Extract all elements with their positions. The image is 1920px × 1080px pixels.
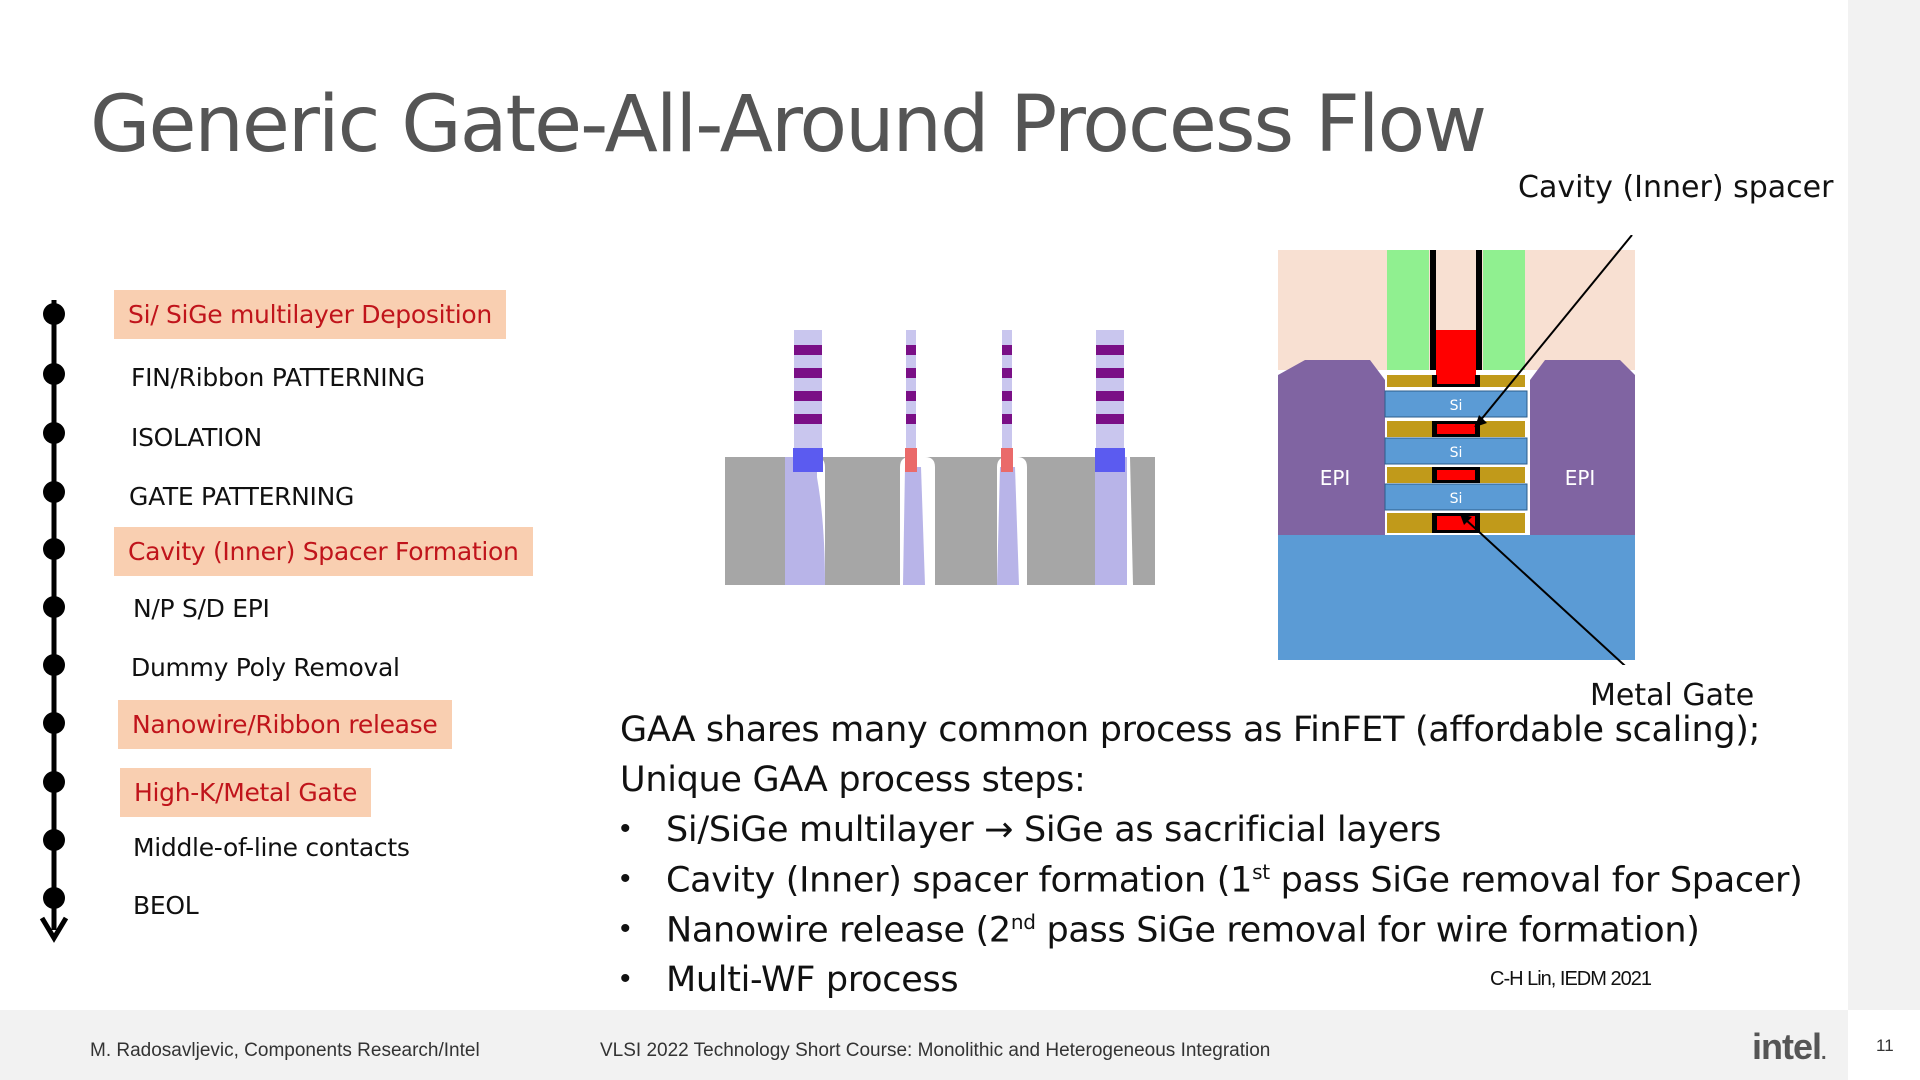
isolation-oxide <box>725 457 795 585</box>
bullet-1-text-b: SiGe as sacrificial layers <box>1024 810 1442 850</box>
footer-course: VLSI 2022 Technology Short Course: Monol… <box>600 1040 1271 1061</box>
timeline-dot <box>43 596 65 618</box>
footer-corner <box>1848 1010 1920 1080</box>
cavity-spacer-label: Cavity (Inner) spacer <box>1518 170 1834 205</box>
step-sd-epi: N/P S/D EPI <box>133 594 270 623</box>
fin-thin-2 <box>1002 330 1012 450</box>
intel-logo-text: intel <box>1752 1026 1822 1067</box>
body-line-1: GAA shares many common process as FinFET… <box>620 710 1761 750</box>
si-sheet-1 <box>1384 390 1528 418</box>
arrow-icon: → <box>984 810 1014 850</box>
substrate <box>1278 535 1635 660</box>
bullet-2-text-b: pass SiGe removal for Spacer) <box>1269 860 1803 901</box>
si-sheet-2 <box>1384 437 1528 465</box>
timeline-dot <box>43 303 65 325</box>
metal-gate-pointer <box>1464 518 1626 665</box>
bullet-3-text-b: pass SiGe removal for wire formation) <box>1035 910 1700 951</box>
si-label-3: Si <box>1450 491 1463 507</box>
step-beol: BEOL <box>133 891 199 920</box>
footer-bar <box>0 1010 1848 1080</box>
bullet-2-sup: st <box>1252 860 1270 884</box>
si-sheet-3 <box>1384 483 1528 511</box>
body-line-2: Unique GAA process steps: <box>620 760 1086 800</box>
timeline-dot <box>43 887 65 909</box>
timeline-dot <box>43 654 65 676</box>
page-title: Generic Gate-All-Around Process Flow <box>90 80 1487 170</box>
bullet-marker: • <box>620 812 631 845</box>
page-number: 11 <box>1876 1036 1894 1055</box>
bullet-2-text-a: Cavity (Inner) spacer formation (1 <box>666 860 1253 901</box>
gate-metal-top <box>1436 330 1476 375</box>
cavity-pointer-head <box>1475 415 1487 427</box>
timeline-dot <box>43 712 65 734</box>
metal-gate-label: Metal Gate <box>1590 678 1755 713</box>
timeline-dot <box>43 538 65 560</box>
gate-spacer-right <box>1483 250 1525 370</box>
gate-liner-left <box>1430 250 1436 370</box>
bullet-3-sup: nd <box>1010 910 1036 934</box>
timeline-dot <box>43 771 65 793</box>
epi-right <box>1530 360 1635 535</box>
timeline-dot <box>43 422 65 444</box>
metal-gate-pointer-head <box>1460 514 1472 525</box>
step-si-sige-deposition: Si/ SiGe multilayer Deposition <box>114 290 506 339</box>
footer-author: M. Radosavljevic, Components Research/In… <box>90 1040 480 1061</box>
gaa-cross-section-figure: Si Si Si EPI EPI <box>1278 235 1635 665</box>
intel-logo: intel. <box>1752 1026 1826 1068</box>
epi-right-label: EPI <box>1565 466 1596 490</box>
step-cavity-spacer: Cavity (Inner) Spacer Formation <box>114 527 533 576</box>
bullet-2: Cavity (Inner) spacer formation (1st pas… <box>666 860 1803 901</box>
slide-side-band <box>1848 0 1920 1010</box>
fin-ribbon-figure <box>725 330 1155 585</box>
step-dummy-poly-removal: Dummy Poly Removal <box>131 653 400 682</box>
bullet-marker: • <box>620 962 631 995</box>
bullet-3-text-a: Nanowire release (2 <box>666 910 1011 951</box>
cavity-pointer <box>1474 235 1633 428</box>
bullet-1: Si/SiGe multilayer → SiGe as sacrificial… <box>666 810 1441 850</box>
si-label-1: Si <box>1450 398 1463 414</box>
process-timeline <box>39 300 69 943</box>
bullet-marker: • <box>620 912 631 945</box>
citation: C-H Lin, IEDM 2021 <box>1490 968 1652 990</box>
gate-liner-right <box>1476 250 1482 370</box>
intel-logo-dot: . <box>1821 1042 1826 1064</box>
bullet-marker: • <box>620 862 631 895</box>
step-hkmg: High-K/Metal Gate <box>120 768 372 817</box>
bullet-4: Multi-WF process <box>666 960 959 1000</box>
step-isolation: ISOLATION <box>131 423 262 452</box>
timeline-dot <box>43 363 65 385</box>
step-nanowire-release: Nanowire/Ribbon release <box>118 700 452 749</box>
timeline-dot <box>43 481 65 503</box>
gate-spacer-left <box>1387 250 1429 370</box>
epi-left <box>1278 360 1385 535</box>
timeline-arrowhead <box>39 916 69 943</box>
bullet-3: Nanowire release (2nd pass SiGe removal … <box>666 910 1700 951</box>
epi-left-label: EPI <box>1320 466 1351 490</box>
si-label-2: Si <box>1450 445 1463 461</box>
step-gate-patterning: GATE PATTERNING <box>129 482 355 511</box>
timeline-dot <box>43 829 65 851</box>
step-mol-contacts: Middle-of-line contacts <box>133 833 410 862</box>
bullet-1-text-a: Si/SiGe multilayer <box>666 810 974 850</box>
step-fin-patterning: FIN/Ribbon PATTERNING <box>131 363 425 392</box>
fin-thin-1 <box>906 330 916 450</box>
